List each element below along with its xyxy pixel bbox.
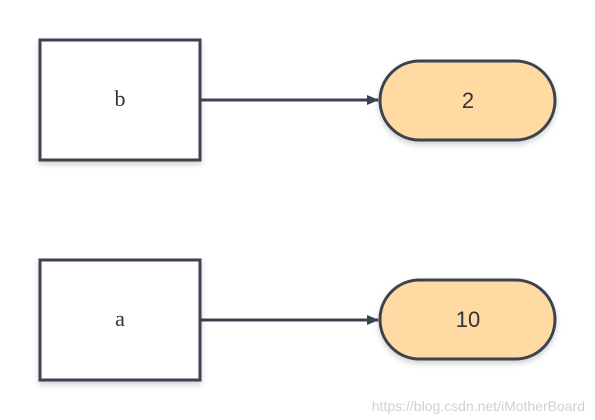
- variable-label-a: a: [115, 306, 125, 331]
- value-label-10: 10: [456, 307, 480, 332]
- value-node-10: 10: [378, 278, 557, 361]
- value-node-2: 2: [378, 59, 557, 142]
- variable-box-b: b: [38, 38, 202, 162]
- watermark-text: https://blog.csdn.net/iMotherBoard: [371, 398, 585, 414]
- variable-label-b: b: [115, 86, 126, 111]
- variable-box-a: a: [38, 258, 202, 382]
- value-label-2: 2: [462, 88, 474, 113]
